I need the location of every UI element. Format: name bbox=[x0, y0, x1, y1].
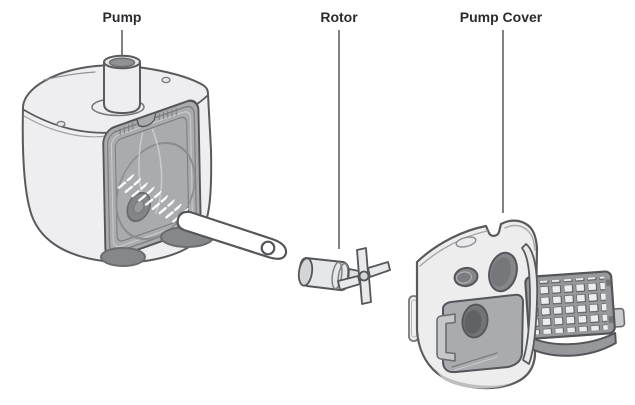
pump-top-seam bbox=[43, 71, 96, 81]
brush-handle bbox=[176, 210, 288, 260]
rotor-label: Rotor bbox=[320, 9, 358, 25]
cover-top-tab bbox=[455, 236, 477, 248]
pump-cover-label: Pump Cover bbox=[459, 9, 543, 25]
handle-ring-hole bbox=[260, 240, 276, 256]
rotor-illustration bbox=[297, 247, 391, 305]
volute-outline bbox=[115, 141, 196, 241]
pump-label: Pump bbox=[102, 9, 142, 25]
cover-outlet-hole bbox=[488, 251, 518, 293]
suction-cup bbox=[100, 247, 146, 267]
cover-grille-door bbox=[524, 270, 626, 357]
cover-small-hole bbox=[453, 266, 479, 288]
screw-hole bbox=[56, 120, 66, 128]
cover-recessed-panel bbox=[436, 293, 524, 374]
rotor-impeller bbox=[337, 247, 391, 305]
cleaning-brush bbox=[116, 169, 196, 231]
pump-outlet-nozzle bbox=[91, 54, 145, 117]
door-grille-slots bbox=[532, 276, 608, 335]
pump-cover-illustration bbox=[408, 219, 626, 390]
outlet-notch bbox=[136, 112, 157, 128]
pump-illustration bbox=[21, 54, 288, 267]
door-bottom-flange bbox=[526, 331, 617, 357]
panel-bracket bbox=[436, 313, 456, 362]
screw-hole bbox=[161, 76, 171, 84]
cover-hinge-edge bbox=[521, 243, 539, 365]
